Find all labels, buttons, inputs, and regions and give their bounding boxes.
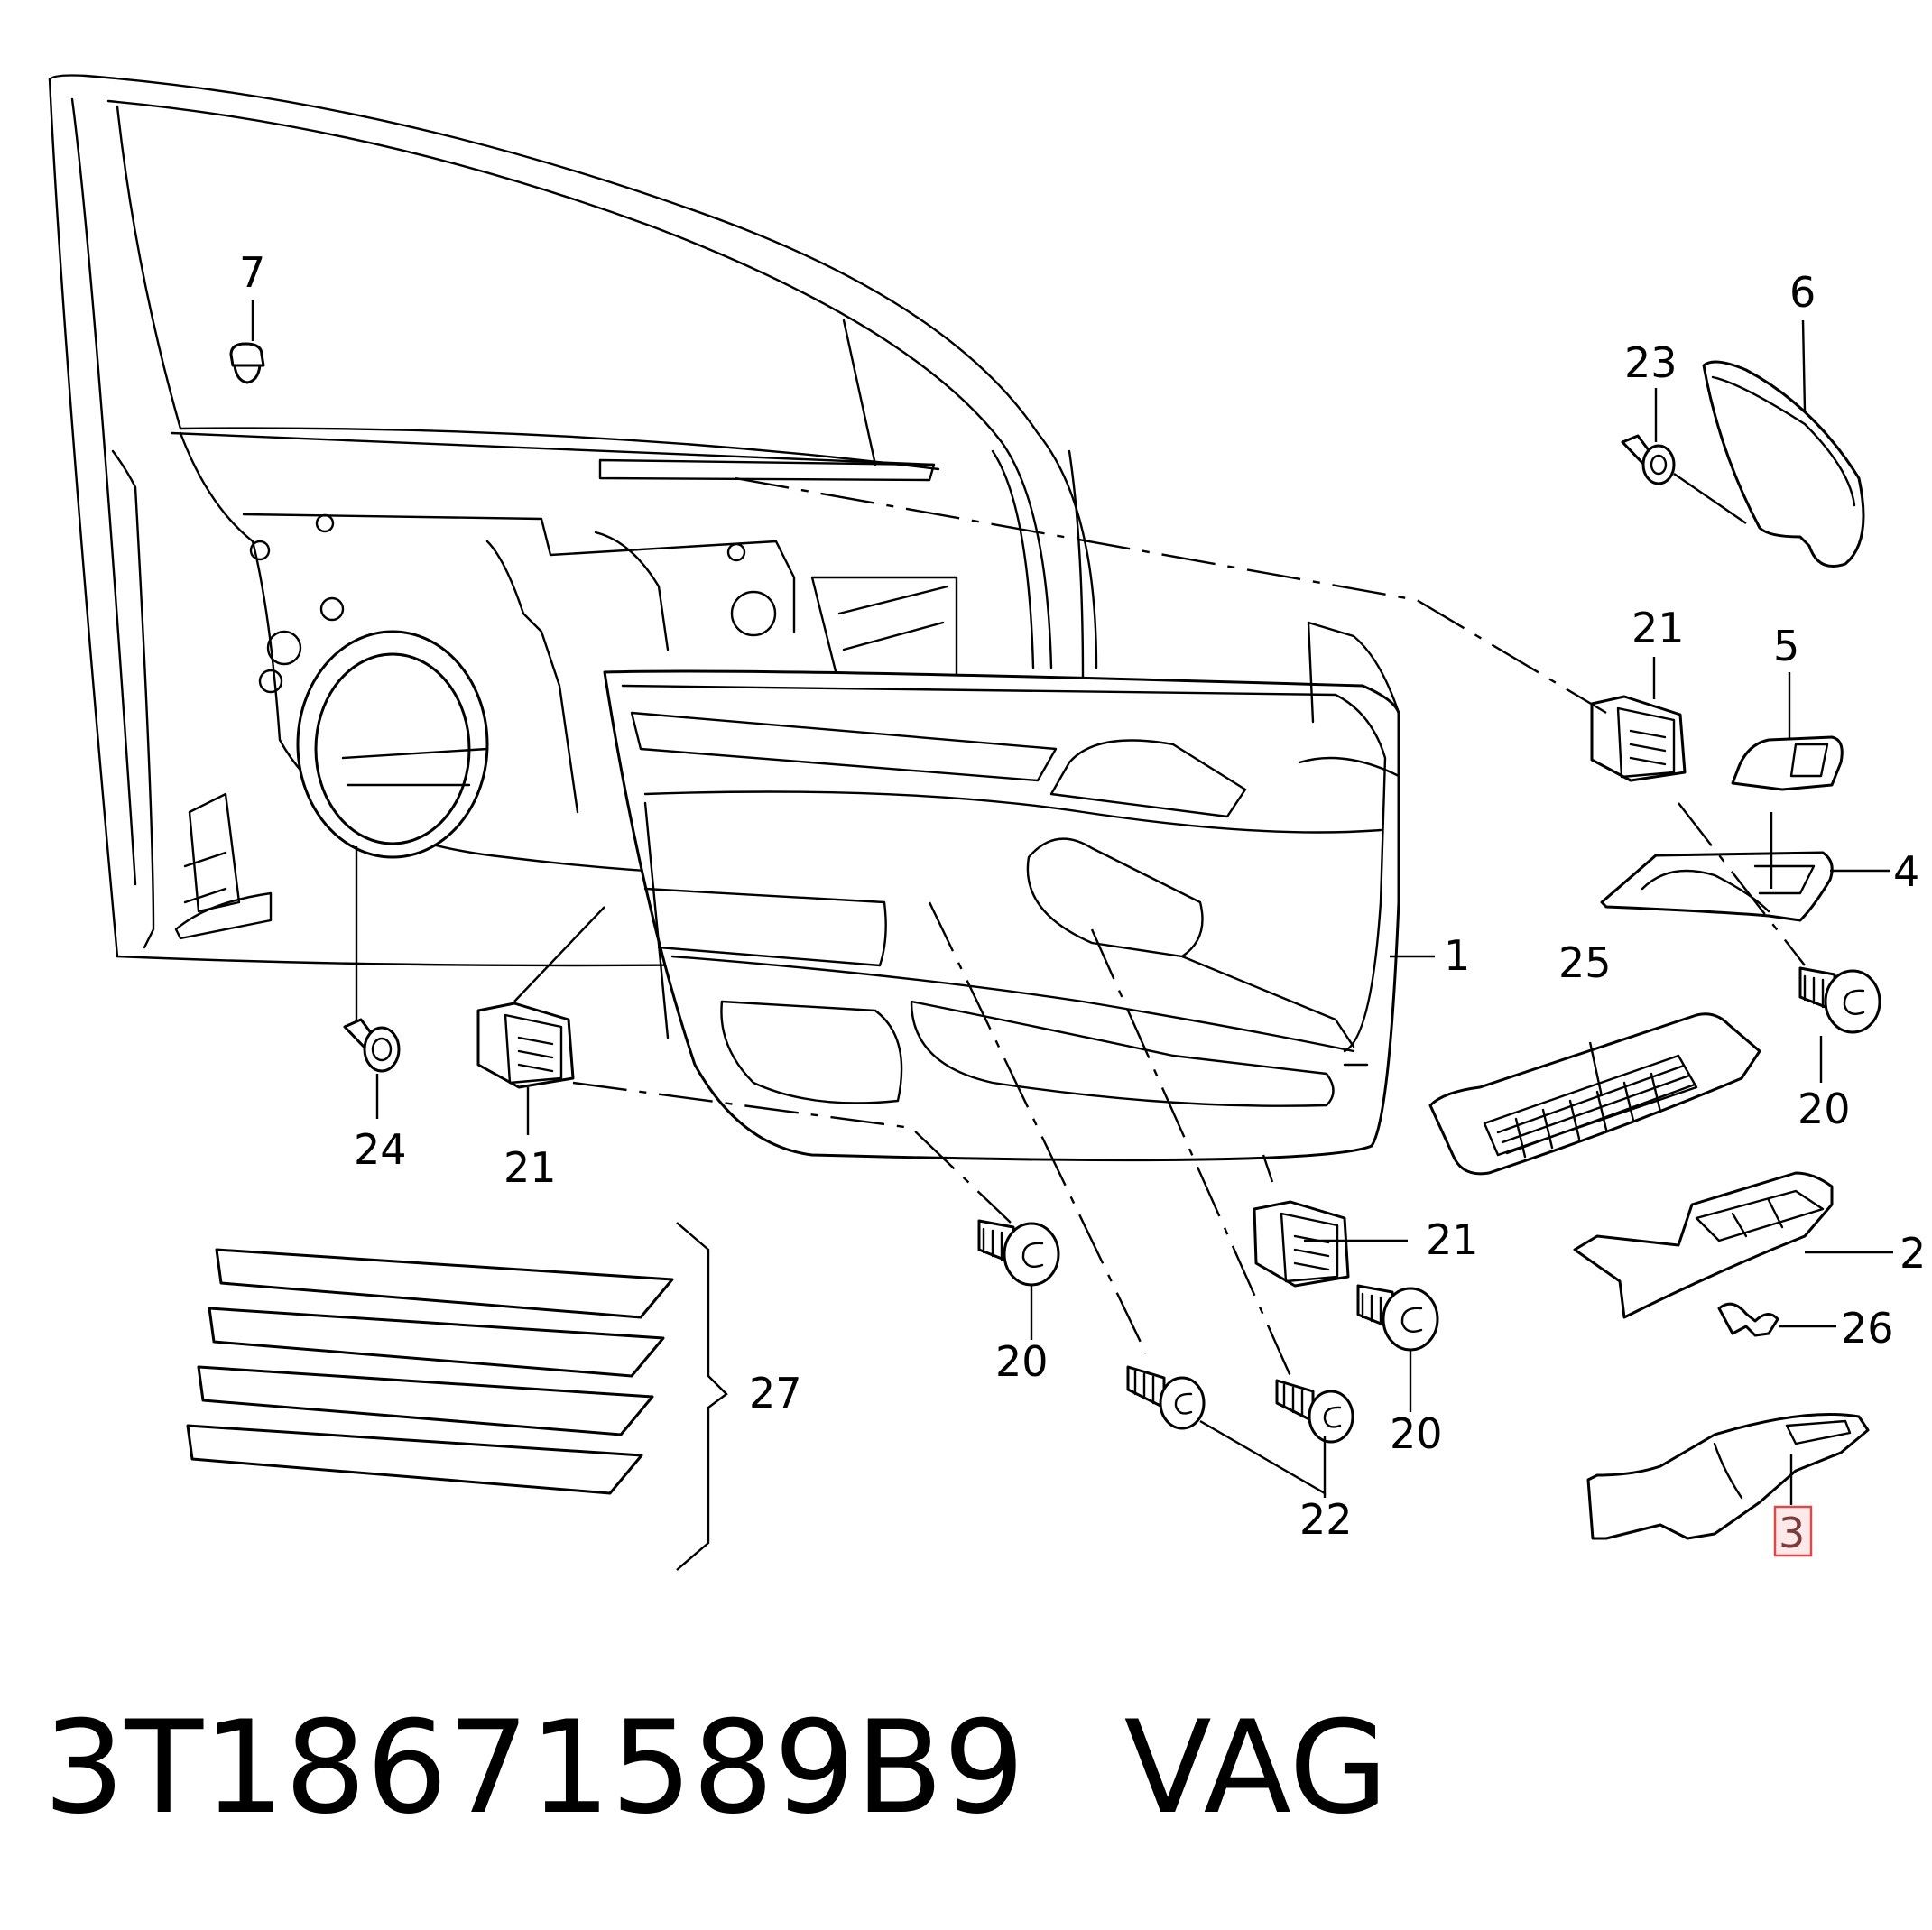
label-25: 25 bbox=[1558, 938, 1612, 987]
brand-name: VAG bbox=[1123, 1694, 1389, 1842]
label-4: 4 bbox=[1893, 847, 1919, 896]
label-20-right: 20 bbox=[1798, 1085, 1851, 1133]
screw-part-20-right bbox=[1798, 966, 1881, 1034]
label-3: 3 bbox=[1779, 1509, 1805, 1557]
cover-part-5 bbox=[1731, 735, 1844, 791]
label-27: 27 bbox=[749, 1369, 802, 1417]
switch-panel-part-2 bbox=[1573, 1171, 1834, 1319]
door-shell bbox=[48, 74, 1098, 967]
clip-part-23 bbox=[1621, 434, 1676, 485]
clip-part-21-left bbox=[476, 1002, 575, 1089]
screw-part-20-center bbox=[1356, 1284, 1439, 1352]
screw-part-20-lower-left bbox=[977, 1219, 1060, 1287]
label-20-lower-left: 20 bbox=[995, 1337, 1049, 1386]
label-20-center: 20 bbox=[1390, 1409, 1443, 1458]
grille-part-25 bbox=[1428, 1012, 1761, 1176]
callout-labels: 7 24 21 1 20 21 20 22 27 23 6 21 5 4 25 … bbox=[239, 248, 1926, 1557]
clip-part-21-center bbox=[1253, 1200, 1350, 1288]
label-21-right: 21 bbox=[1632, 604, 1685, 652]
part-number: 3T18671589B9 bbox=[43, 1694, 1025, 1842]
highlight-box-3 bbox=[1773, 1505, 1813, 1557]
label-22: 22 bbox=[1299, 1495, 1353, 1544]
assembly-lines bbox=[572, 476, 1806, 1377]
label-6: 6 bbox=[1789, 268, 1816, 317]
label-23: 23 bbox=[1624, 338, 1678, 387]
cover-part-6 bbox=[1702, 360, 1865, 568]
door-trim-panel bbox=[603, 621, 1400, 1162]
label-1: 1 bbox=[1444, 931, 1470, 980]
label-21-left: 21 bbox=[504, 1143, 557, 1192]
switch-housing-part-3 bbox=[1586, 1413, 1870, 1540]
speaker-opening bbox=[296, 630, 489, 859]
label-24: 24 bbox=[354, 1125, 407, 1174]
label-26: 26 bbox=[1841, 1304, 1894, 1353]
label-21-center: 21 bbox=[1426, 1215, 1479, 1264]
clip-part-7 bbox=[229, 342, 265, 384]
label-2: 2 bbox=[1900, 1229, 1926, 1278]
clip-part-24 bbox=[343, 1018, 401, 1073]
clip-part-21-right-top bbox=[1590, 695, 1687, 782]
part-caption: 3T18671589B9 VAG bbox=[43, 1696, 1388, 1841]
clip-part-26 bbox=[1717, 1302, 1779, 1337]
handle-bezel-part-4 bbox=[1600, 851, 1834, 922]
label-7: 7 bbox=[239, 248, 265, 297]
screw-part-22-left bbox=[1126, 1365, 1206, 1430]
trim-strips-part-27 bbox=[186, 1222, 728, 1571]
leader-lines bbox=[251, 300, 1893, 1505]
door-inner-panel bbox=[174, 513, 958, 940]
label-5: 5 bbox=[1773, 622, 1799, 670]
screw-part-22-right bbox=[1275, 1379, 1354, 1444]
